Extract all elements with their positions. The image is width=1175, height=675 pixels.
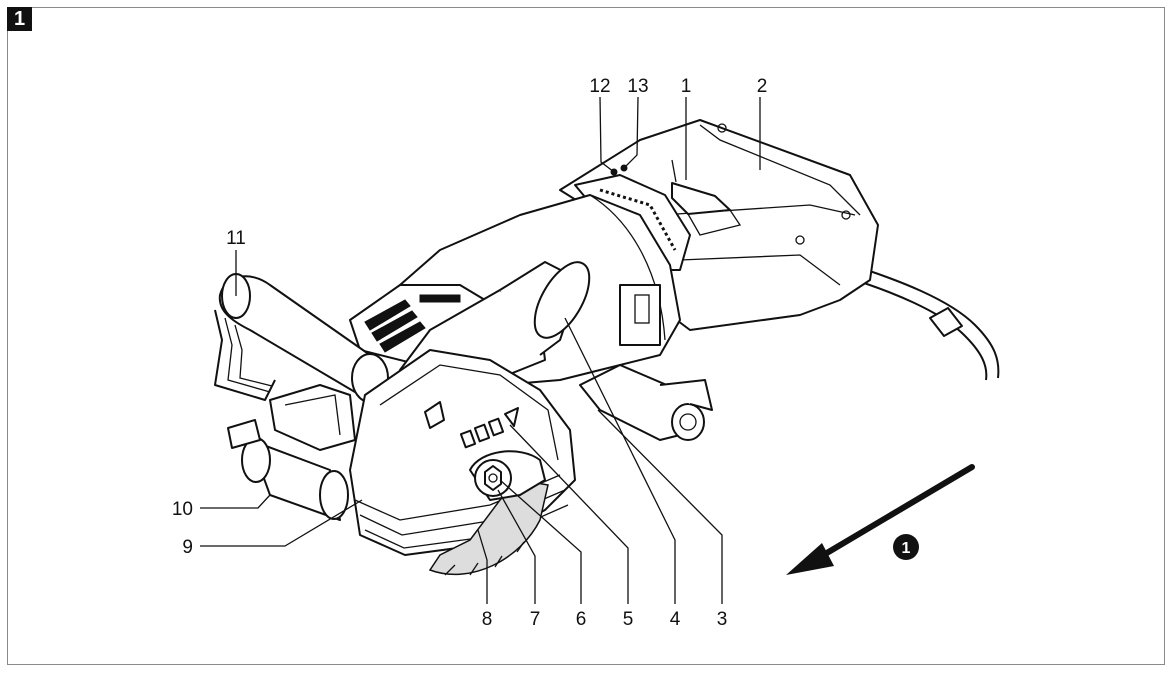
callout-2: 2: [757, 76, 768, 97]
figure-number-badge: 1: [7, 7, 32, 31]
callout-3: 3: [717, 609, 728, 630]
leader-8: [477, 529, 488, 604]
callout-6: 6: [576, 609, 587, 630]
callout-labels: 12 13 1 2 11 10 9 8 7 6 5 4 3: [172, 76, 767, 630]
rear-handle-housing: [559, 119, 879, 331]
leader-7: [497, 489, 536, 604]
leader-10: [200, 494, 271, 509]
blade-flange: [469, 450, 546, 501]
front-guide-roller: [227, 419, 349, 521]
leader-4: [564, 317, 676, 604]
leader-9: [200, 499, 363, 547]
on-off-switch: [671, 159, 742, 236]
working-direction-arrow-icon: [786, 464, 975, 575]
direction-marker-number: 1: [902, 540, 911, 557]
callout-12: 12: [589, 76, 610, 97]
callout-10: 10: [172, 499, 193, 520]
base-frame: [269, 384, 356, 451]
leader-lines: [200, 96, 761, 604]
side-handle: [214, 273, 389, 403]
leader-3: [597, 409, 723, 604]
callout-11: 11: [226, 228, 246, 249]
callout-8: 8: [482, 609, 493, 630]
leader-12: [599, 96, 615, 173]
leader-6: [499, 479, 582, 604]
callout-13: 13: [627, 76, 648, 97]
callout-9: 9: [182, 537, 193, 558]
rear-guide-roller: [579, 364, 713, 441]
direction-marker-badge: 1: [893, 534, 919, 560]
figure-frame: [7, 7, 1165, 665]
callout-7: 7: [530, 609, 541, 630]
callout-4: 4: [670, 609, 681, 630]
callout-5: 5: [623, 609, 634, 630]
leader-5: [509, 424, 629, 604]
callout-1: 1: [681, 76, 692, 97]
leader-13: [623, 96, 639, 169]
